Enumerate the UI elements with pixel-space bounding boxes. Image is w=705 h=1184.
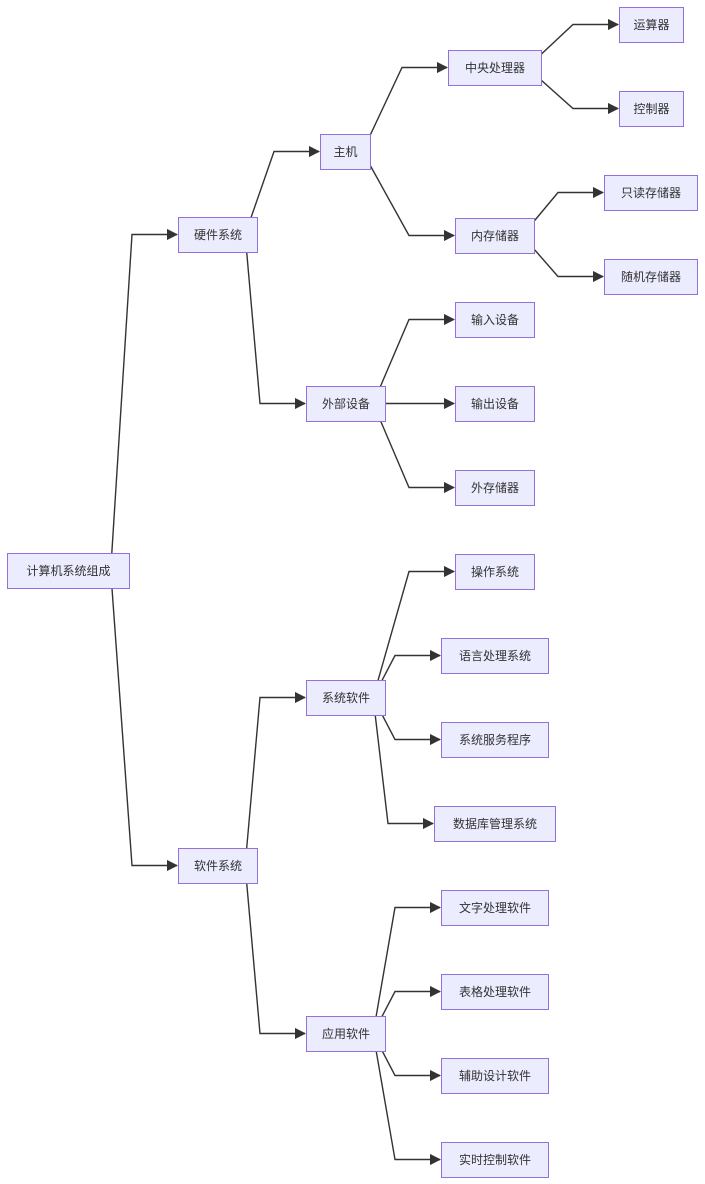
node-box-spreadsheet xyxy=(441,974,549,1010)
edge-software-to-system_software xyxy=(244,691,307,866)
node-label-system_software: 系统软件 xyxy=(322,691,370,705)
node-input: 输入设备 xyxy=(455,302,535,338)
node-output: 输出设备 xyxy=(455,386,535,422)
node-label-alu: 运算器 xyxy=(633,17,669,32)
node-box-system_software xyxy=(306,680,386,716)
node-box-dbms xyxy=(434,806,556,842)
node-box-output xyxy=(455,386,535,422)
node-application_software: 应用软件 xyxy=(306,1016,386,1052)
edge-cpu-to-alu xyxy=(526,18,620,69)
node-label-input: 输入设备 xyxy=(471,312,519,327)
node-label-cad: 辅助设计软件 xyxy=(459,1069,531,1083)
edge-system_software-to-os xyxy=(372,565,456,698)
node-label-external_storage: 外存储器 xyxy=(471,480,519,495)
node-rom: 只读存储器 xyxy=(604,175,698,211)
node-host: 主机 xyxy=(320,134,371,170)
node-label-peripheral: 外部设备 xyxy=(322,396,370,411)
node-label-dbms: 数据库管理系统 xyxy=(453,816,537,831)
edge-hardware-to-host xyxy=(244,145,321,235)
node-label-host: 主机 xyxy=(333,145,357,159)
node-box-controller xyxy=(619,91,684,127)
node-box-root xyxy=(7,553,130,589)
node-box-cad xyxy=(441,1058,549,1094)
node-alu: 运算器 xyxy=(619,7,684,43)
node-label-controller: 控制器 xyxy=(633,102,669,116)
node-label-word_processing: 文字处理软件 xyxy=(459,900,531,915)
node-label-software: 软件系统 xyxy=(194,859,242,873)
node-label-realtime_control: 实时控制软件 xyxy=(459,1152,531,1167)
node-box-realtime_control xyxy=(441,1142,549,1178)
node-label-language_processor: 语言处理系统 xyxy=(459,649,531,663)
edge-root-to-hardware xyxy=(110,228,179,571)
node-spreadsheet: 表格处理软件 xyxy=(441,974,549,1010)
edge-host-to-cpu xyxy=(361,61,449,152)
node-word_processing: 文字处理软件 xyxy=(441,890,549,926)
node-memory: 内存储器 xyxy=(455,218,535,254)
edge-hardware-to-peripheral xyxy=(244,234,307,410)
edge-peripheral-to-external_storage xyxy=(372,403,456,494)
node-box-os xyxy=(455,554,535,590)
node-ram: 随机存储器 xyxy=(604,259,698,295)
node-label-spreadsheet: 表格处理软件 xyxy=(459,984,531,999)
node-box-cpu xyxy=(448,50,542,86)
node-box-peripheral xyxy=(306,386,386,422)
edge-cpu-to-controller xyxy=(526,66,620,115)
node-dbms: 数据库管理系统 xyxy=(434,806,556,842)
node-cad: 辅助设计软件 xyxy=(441,1058,549,1094)
node-cpu: 中央处理器 xyxy=(448,50,542,86)
node-root: 计算机系统组成 xyxy=(7,553,130,589)
node-language_processor: 语言处理系统 xyxy=(441,638,549,674)
node-box-hardware xyxy=(178,217,258,253)
node-box-language_processor xyxy=(441,638,549,674)
node-label-application_software: 应用软件 xyxy=(322,1026,370,1041)
node-label-service_programs: 系统服务程序 xyxy=(459,732,531,747)
node-label-hardware: 硬件系统 xyxy=(194,228,242,242)
node-box-word_processing xyxy=(441,890,549,926)
edge-root-to-software xyxy=(110,570,179,872)
node-os: 操作系统 xyxy=(455,554,535,590)
node-box-ram xyxy=(604,259,698,295)
node-box-memory xyxy=(455,218,535,254)
edge-software-to-application_software xyxy=(244,865,307,1040)
node-system_software: 系统软件 xyxy=(306,680,386,716)
edge-application_software-to-realtime_control xyxy=(372,1033,442,1166)
node-label-cpu: 中央处理器 xyxy=(465,60,525,75)
node-label-rom: 只读存储器 xyxy=(621,185,681,200)
node-label-root: 计算机系统组成 xyxy=(26,563,110,578)
node-peripheral: 外部设备 xyxy=(306,386,386,422)
node-box-external_storage xyxy=(455,470,535,506)
node-service_programs: 系统服务程序 xyxy=(441,722,549,758)
node-label-output: 输出设备 xyxy=(471,396,519,411)
edge-system_software-to-dbms xyxy=(372,697,435,830)
node-label-ram: 随机存储器 xyxy=(621,269,681,284)
node-label-os: 操作系统 xyxy=(471,564,519,579)
node-box-software xyxy=(178,848,258,884)
node-software: 软件系统 xyxy=(178,848,258,884)
node-external_storage: 外存储器 xyxy=(455,470,535,506)
edge-peripheral-to-input xyxy=(372,313,456,404)
node-box-host xyxy=(320,134,371,170)
node-box-rom xyxy=(604,175,698,211)
node-box-alu xyxy=(619,7,684,43)
node-realtime_control: 实时控制软件 xyxy=(441,1142,549,1178)
node-controller: 控制器 xyxy=(619,91,684,127)
node-box-service_programs xyxy=(441,722,549,758)
node-box-application_software xyxy=(306,1016,386,1052)
edge-host-to-memory xyxy=(361,151,456,242)
node-hardware: 硬件系统 xyxy=(178,217,258,253)
node-label-memory: 内存储器 xyxy=(471,228,519,243)
node-box-input xyxy=(455,302,535,338)
edge-application_software-to-word_processing xyxy=(372,901,442,1034)
